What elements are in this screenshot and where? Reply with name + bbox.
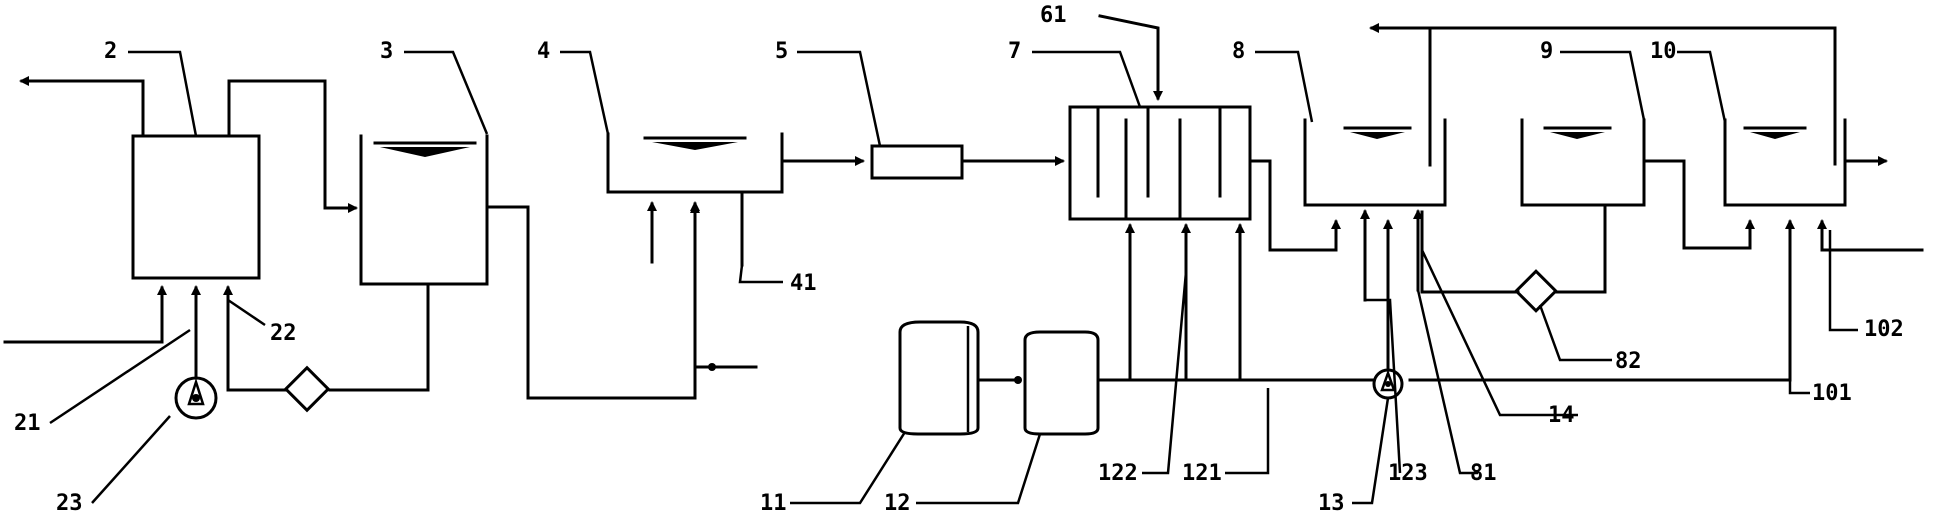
- label-121: 121: [1182, 461, 1222, 486]
- label-14: 14: [1548, 403, 1575, 428]
- tank-9: [1520, 118, 1755, 294]
- labels: 2 3 4 5 61 7 8 9 10 41 22 21 23 11 12 12…: [14, 3, 1904, 512]
- tank-10: [1723, 118, 1924, 252]
- tank-3: [359, 134, 700, 400]
- unit-5: [870, 144, 1065, 180]
- return-line: [1369, 23, 1837, 166]
- label-122: 122: [1098, 461, 1138, 486]
- label-123: 123: [1388, 461, 1428, 486]
- label-4: 4: [537, 39, 550, 64]
- blower-23-icon: [174, 376, 218, 420]
- label-10: 10: [1650, 39, 1677, 64]
- label-5: 5: [775, 39, 788, 64]
- blower-13-icon: [1372, 219, 1404, 400]
- label-41: 41: [790, 271, 817, 296]
- label-102: 102: [1864, 317, 1904, 342]
- label-9: 9: [1540, 39, 1553, 64]
- label-82: 82: [1615, 349, 1642, 374]
- pump-3-recycle-icon: [226, 282, 430, 413]
- unit-7-multicompartment: [1068, 14, 1341, 382]
- label-81: 81: [1470, 461, 1497, 486]
- label-11: 11: [760, 491, 787, 512]
- label-61: 61: [1040, 3, 1067, 28]
- label-23: 23: [56, 491, 83, 512]
- label-21: 21: [14, 411, 41, 436]
- label-8: 8: [1232, 39, 1245, 64]
- leader-lines: [49, 50, 1858, 505]
- label-12: 12: [884, 491, 911, 512]
- unit-2-reactor: [3, 76, 358, 400]
- tank-4: [606, 132, 865, 400]
- label-22: 22: [270, 321, 297, 346]
- label-101: 101: [1812, 381, 1852, 406]
- label-7: 7: [1008, 39, 1021, 64]
- label-2: 2: [104, 39, 117, 64]
- label-3: 3: [380, 39, 393, 64]
- pump-14-icon: [1420, 210, 1558, 313]
- gas-main-121: [1096, 219, 1795, 382]
- tank-8: [1303, 26, 1447, 302]
- storage-tank-12: [1023, 330, 1100, 436]
- storage-tank-11: [898, 320, 980, 436]
- label-13: 13: [1318, 491, 1345, 512]
